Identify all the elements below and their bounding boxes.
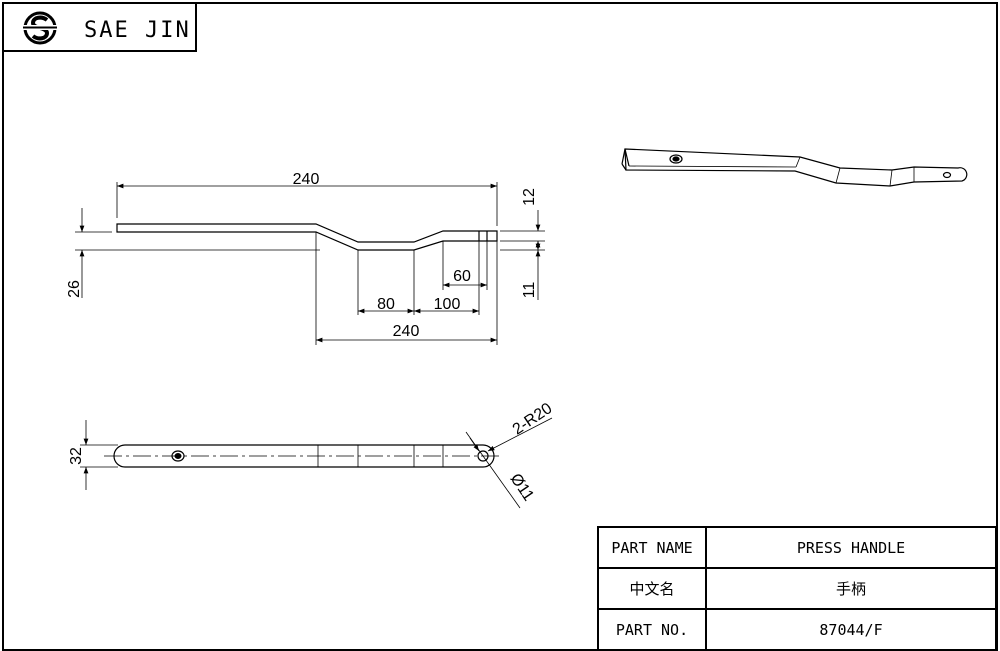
title-row: PART NAME PRESS HANDLE — [597, 526, 997, 569]
chinese-name-value: 手柄 — [705, 567, 997, 610]
dim-radius: 2-R20 — [510, 400, 556, 439]
dim-26: 26 — [66, 280, 83, 298]
company-name: SAE JIN — [84, 18, 191, 43]
isometric-view — [621, 148, 968, 187]
part-no-value: 87044/F — [705, 608, 997, 651]
chinese-name-label: 中文名 — [597, 567, 707, 610]
dim-60: 60 — [453, 268, 471, 285]
dim-11: 11 — [521, 282, 538, 299]
part-no-label: PART NO. — [597, 608, 707, 651]
dim-12: 12 — [521, 188, 538, 206]
dim-hole: Ø11 — [507, 471, 537, 505]
top-view — [80, 417, 553, 509]
dim-80: 80 — [377, 296, 395, 313]
dim-100: 100 — [434, 296, 461, 313]
dim-top-240: 240 — [293, 171, 320, 188]
title-row: PART NO. 87044/F — [597, 608, 997, 651]
title-block: PART NAME PRESS HANDLE 中文名 手柄 PART NO. 8… — [597, 526, 997, 651]
title-row: 中文名 手柄 — [597, 567, 997, 610]
side-view — [116, 223, 498, 251]
part-name-value: PRESS HANDLE — [705, 526, 997, 569]
dim-32: 32 — [68, 447, 85, 465]
dim-bottom-240: 240 — [393, 323, 420, 340]
logo-box: SAE JIN — [2, 2, 197, 52]
part-name-label: PART NAME — [597, 526, 707, 569]
sj-logo-icon — [23, 11, 57, 45]
